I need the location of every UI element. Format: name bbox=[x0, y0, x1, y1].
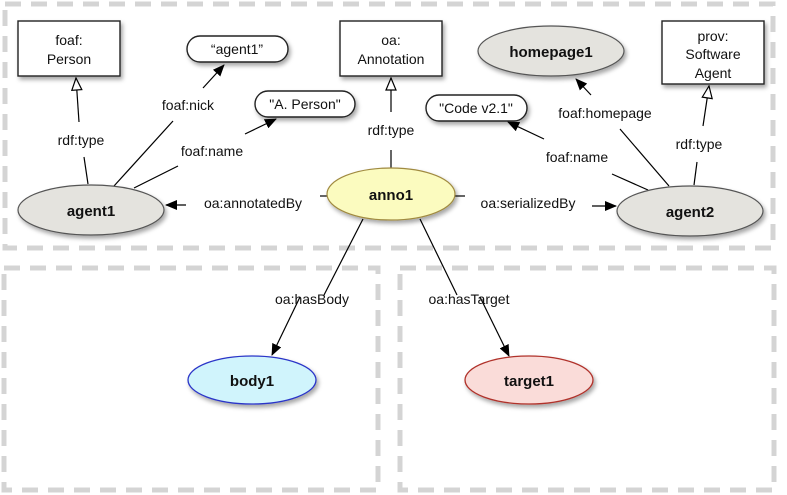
edge-agent1-name-line bbox=[133, 165, 179, 189]
edge-label-anno-type: rdf:type bbox=[368, 122, 415, 138]
node-anno1-label: anno1 bbox=[369, 187, 413, 204]
edge-agent2-type-line bbox=[693, 161, 698, 186]
edge-agent1-nick-arrow bbox=[202, 64, 225, 89]
edge-label-agent1-name: foaf:name bbox=[181, 143, 243, 159]
edge-label-agent2-name: foaf:name bbox=[546, 149, 608, 165]
node-homepage1-label: homepage1 bbox=[509, 44, 592, 61]
literal-agent2-name-text: "Code v2.1" bbox=[439, 100, 513, 116]
edge-has-target-arrow bbox=[479, 296, 510, 357]
node-agent2-label: agent2 bbox=[666, 204, 714, 221]
node-homepage1[interactable]: homepage1 bbox=[477, 25, 625, 77]
edge-has-body-arrow bbox=[271, 296, 301, 356]
body-region bbox=[1, 265, 381, 493]
edge-label-has-target: oa:hasTarget bbox=[429, 291, 510, 307]
literal-agent1-name: "A. Person" bbox=[254, 90, 356, 118]
edge-has-target-line bbox=[419, 218, 458, 296]
class-foaf-person-line2: Person bbox=[47, 51, 91, 67]
class-foaf-person: foaf: Person bbox=[17, 20, 121, 77]
class-oa-annotation-line2: Annotation bbox=[358, 51, 425, 67]
node-agent1[interactable]: agent1 bbox=[17, 184, 165, 236]
node-agent2[interactable]: agent2 bbox=[616, 185, 764, 237]
annotation-region bbox=[2, 1, 776, 251]
class-prov-line3: Agent bbox=[695, 65, 732, 81]
node-target1-label: target1 bbox=[504, 373, 554, 390]
edge-label-annotated-by: oa:annotatedBy bbox=[204, 195, 302, 211]
edge-agent1-name-arrow bbox=[244, 118, 277, 135]
literal-agent1-nick: “agent1” bbox=[186, 35, 289, 63]
edge-label-agent2-type: rdf:type bbox=[676, 136, 723, 152]
edge-agent2-type-arrow bbox=[703, 86, 709, 127]
node-anno1[interactable]: anno1 bbox=[326, 167, 456, 221]
literal-agent1-name-text: "A. Person" bbox=[269, 96, 340, 112]
node-body1-label: body1 bbox=[230, 373, 274, 390]
edge-label-serialized-by: oa:serializedBy bbox=[481, 195, 576, 211]
edge-label-agent1-nick: foaf:nick bbox=[162, 97, 215, 113]
literal-agent2-name: "Code v2.1" bbox=[425, 94, 528, 122]
edge-label-has-body: oa:hasBody bbox=[275, 291, 349, 307]
edge-agent2-homepage-line bbox=[619, 128, 670, 187]
edge-agent1-nick-line bbox=[113, 120, 174, 187]
class-prov-software-agent: prov: Software Agent bbox=[661, 20, 765, 85]
edge-agent2-homepage-arrow bbox=[575, 78, 592, 96]
class-oa-annotation-line1: oa: bbox=[381, 32, 400, 48]
class-prov-line2: Software bbox=[685, 46, 740, 62]
node-body1[interactable]: body1 bbox=[187, 355, 317, 405]
class-prov-line1: prov: bbox=[697, 28, 728, 44]
class-foaf-person-line1: foaf: bbox=[55, 32, 82, 48]
node-target1[interactable]: target1 bbox=[464, 355, 594, 405]
node-agent1-label: agent1 bbox=[67, 203, 115, 220]
edge-agent1-type-line bbox=[83, 156, 89, 185]
edge-label-agent1-type: rdf:type bbox=[58, 132, 105, 148]
edge-agent2-name-arrow bbox=[507, 121, 545, 140]
edge-label-agent2-homepage: foaf:homepage bbox=[558, 105, 652, 121]
class-oa-annotation: oa: Annotation bbox=[339, 20, 443, 77]
edge-agent1-type-arrow bbox=[76, 78, 79, 123]
edge-has-body-line bbox=[323, 218, 364, 296]
edge-agent2-name-line bbox=[611, 173, 649, 191]
target-region bbox=[397, 265, 777, 493]
literal-agent1-nick-text: “agent1” bbox=[211, 41, 263, 57]
